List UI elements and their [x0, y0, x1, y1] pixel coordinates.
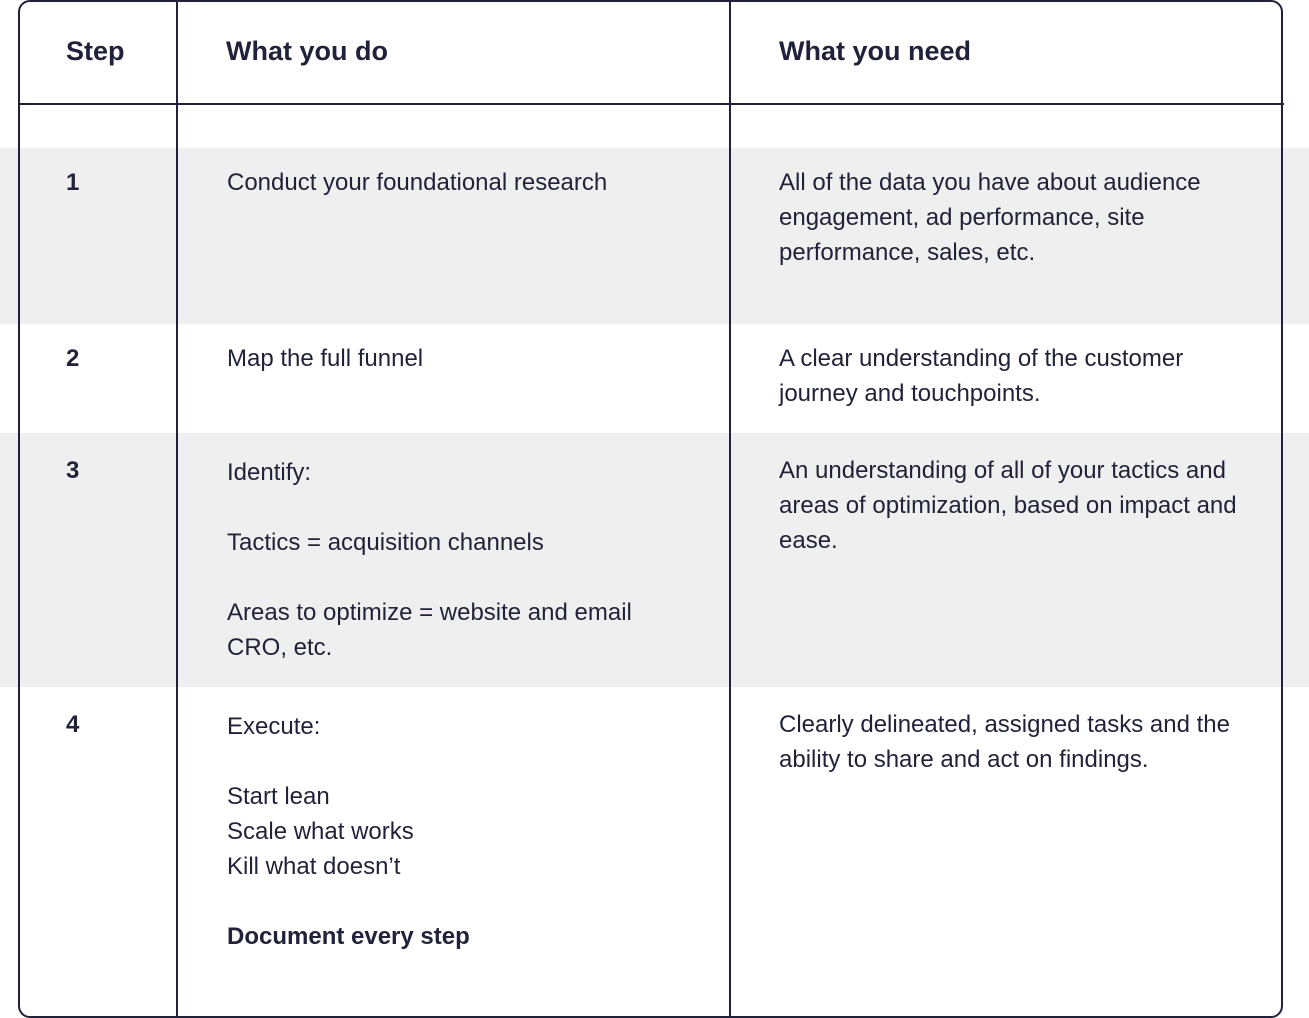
row-4-do-line-5: Document every step: [227, 923, 470, 950]
row-4-do-line-2: Start lean: [227, 783, 330, 810]
header-what-you-need: What you need: [779, 36, 972, 66]
row-4-do-line-4: Kill what doesn’t: [227, 853, 401, 880]
row-1-what-you-do: Conduct your foundational research: [227, 169, 608, 196]
row-3-do-line-1: Identify:: [227, 459, 312, 486]
table-frame: [18, 0, 1283, 1018]
row-1-background: [0, 148, 1309, 324]
row-4-step: 4: [66, 711, 80, 738]
row-3-do-line-3: Areas to optimize = website and email CR…: [227, 599, 632, 661]
row-2-what-you-need: A clear understanding of the customer jo…: [779, 345, 1184, 407]
row-3-do-line-2: Tactics = acquisition channels: [227, 529, 544, 556]
row-1-step: 1: [66, 169, 80, 196]
row-3-what-you-need: An understanding of all of your tactics …: [779, 457, 1237, 554]
row-2-what-you-do: Map the full funnel: [227, 345, 424, 372]
row-3-what-you-do: Identify: Tactics = acquisition channels…: [227, 455, 697, 665]
header-divider: [18, 103, 1284, 105]
column-divider-2: [729, 0, 731, 1016]
row-4-what-you-need: Clearly delineated, assigned tasks and t…: [779, 711, 1230, 773]
row-3-background: [0, 433, 1309, 687]
row-4-do-line-1: Execute:: [227, 713, 321, 740]
row-4-do-line-3: Scale what works: [227, 818, 414, 845]
row-3-step: 3: [66, 457, 80, 484]
header-step: Step: [66, 36, 125, 66]
row-4-what-you-do: Execute: Start lean Scale what works Kil…: [227, 709, 697, 954]
column-divider-1: [176, 0, 178, 1016]
row-2-step: 2: [66, 345, 80, 372]
header-what-you-do: What you do: [226, 36, 388, 66]
row-1-what-you-need: All of the data you have about audience …: [779, 169, 1201, 266]
